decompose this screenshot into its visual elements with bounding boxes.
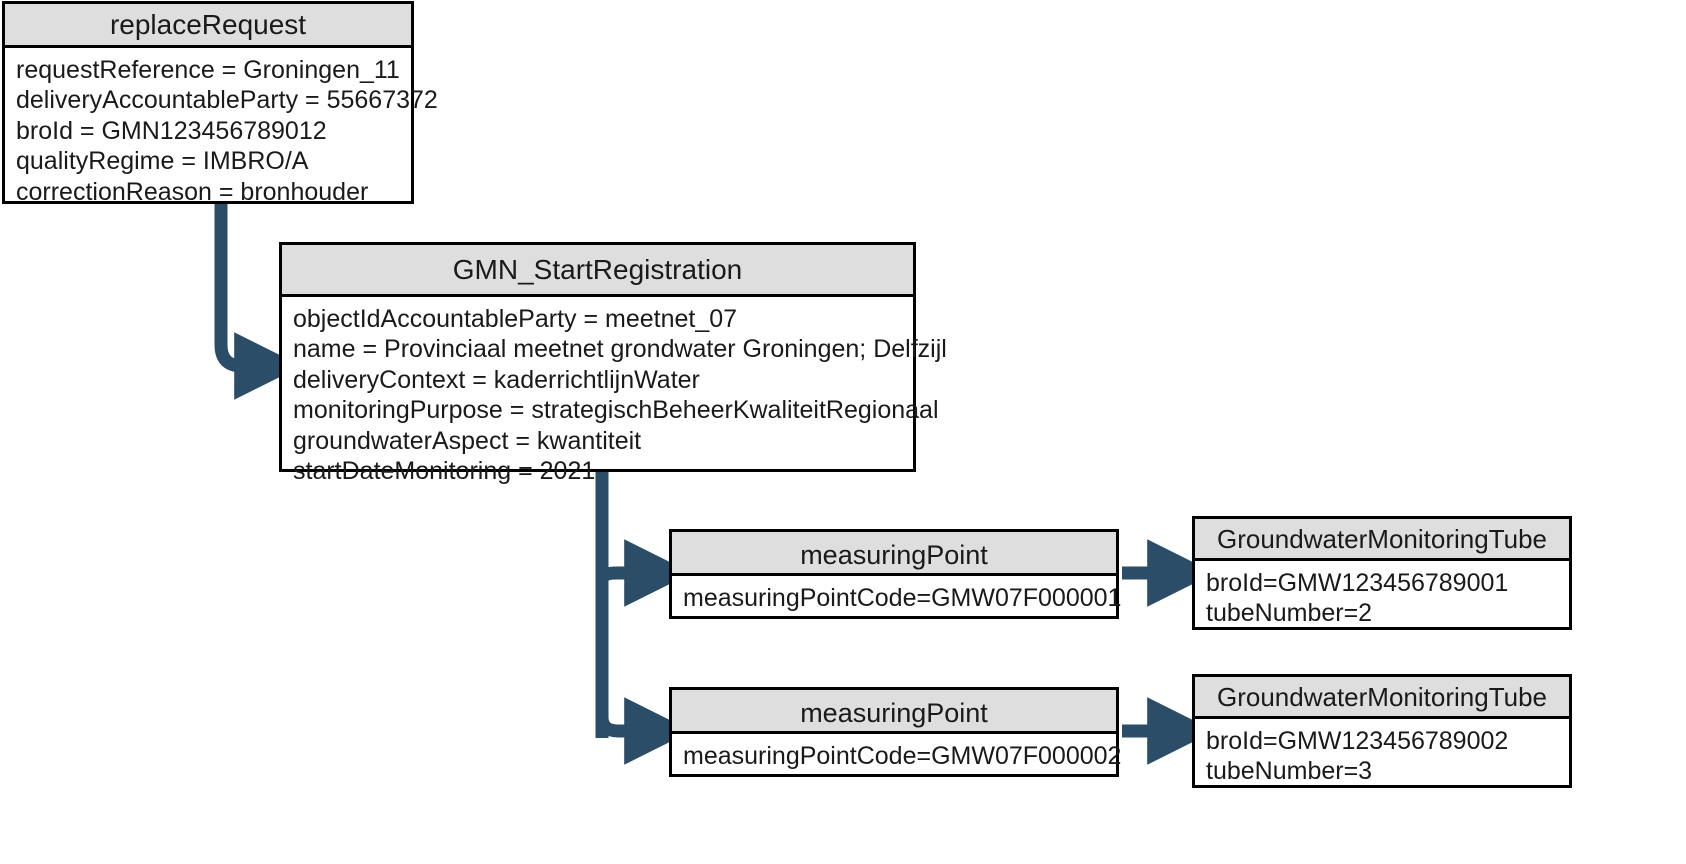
box-gmn-start-registration[interactable]: GMN_StartRegistration objectIdAccountabl… — [279, 242, 947, 485]
box-measuring-point-1-attributes: measuringPointCode=GMW07F000001 — [672, 576, 1122, 622]
attribute-row: name = Provinciaal meetnet grondwater Gr… — [293, 335, 947, 364]
box-groundwater-monitoring-tube-1-title: GroundwaterMonitoringTube — [1195, 519, 1569, 561]
box-measuring-point-2[interactable]: measuringPoint measuringPointCode=GMW07F… — [669, 687, 1122, 780]
box-replace-request-title: replaceRequest — [5, 4, 411, 48]
connector-gmn-start-to-measuring-point-1 — [595, 539, 692, 607]
box-gmn-start-registration-attributes: objectIdAccountableParty = meetnet_07 na… — [282, 297, 947, 495]
attribute-row: groundwaterAspect = kwantiteit — [293, 426, 642, 455]
box-measuring-point-1-title: measuringPoint — [672, 532, 1116, 576]
attribute-row: qualityRegime = IMBRO/A — [16, 147, 309, 176]
attribute-row: tubeNumber=2 — [1206, 599, 1373, 628]
box-measuring-point-1[interactable]: measuringPoint measuringPointCode=GMW07F… — [669, 529, 1122, 622]
connector-gmn-start-to-measuring-point-2 — [595, 697, 692, 765]
attribute-row: requestReference = Groningen_11 — [16, 56, 400, 84]
box-groundwater-monitoring-tube-2[interactable]: GroundwaterMonitoringTube broId=GMW12345… — [1192, 674, 1572, 788]
box-groundwater-monitoring-tube-2-attributes: broId=GMW123456789002 tubeNumber=3 — [1195, 719, 1569, 796]
box-measuring-point-2-attributes: measuringPointCode=GMW07F000002 — [672, 734, 1122, 780]
box-replace-request-attributes: requestReference = Groningen_11 delivery… — [5, 48, 438, 216]
box-groundwater-monitoring-tube-1-attributes: broId=GMW123456789001 tubeNumber=2 — [1195, 561, 1569, 638]
attribute-row: broId = GMN123456789012 — [16, 116, 327, 145]
attribute-row: objectIdAccountableParty = meetnet_07 — [293, 305, 738, 333]
attribute-row: tubeNumber=3 — [1206, 757, 1373, 786]
box-groundwater-monitoring-tube-2-title: GroundwaterMonitoringTube — [1195, 677, 1569, 719]
box-measuring-point-2-title: measuringPoint — [672, 690, 1116, 734]
connector-replace-request-to-gmn-start — [214, 204, 302, 400]
attribute-row: deliveryAccountableParty = 55667372 — [16, 86, 438, 115]
attribute-row: measuringPointCode=GMW07F000002 — [683, 742, 1122, 770]
attribute-row: correctionReason = bronhouder — [16, 177, 369, 206]
attribute-row: measuringPointCode=GMW07F000001 — [683, 584, 1122, 612]
attribute-row: monitoringPurpose = strategischBeheerKwa… — [293, 396, 939, 425]
attribute-row: broId=GMW123456789002 — [1206, 727, 1509, 755]
attribute-row: broId=GMW123456789001 — [1206, 569, 1509, 597]
attribute-row: startDateMonitoring = 2021 — [293, 456, 596, 485]
attribute-row: deliveryContext = kaderrichtlijnWater — [293, 365, 700, 394]
box-gmn-start-registration-title: GMN_StartRegistration — [282, 245, 913, 297]
box-groundwater-monitoring-tube-1[interactable]: GroundwaterMonitoringTube broId=GMW12345… — [1192, 516, 1572, 630]
box-replace-request[interactable]: replaceRequest requestReference = Gronin… — [2, 1, 438, 206]
